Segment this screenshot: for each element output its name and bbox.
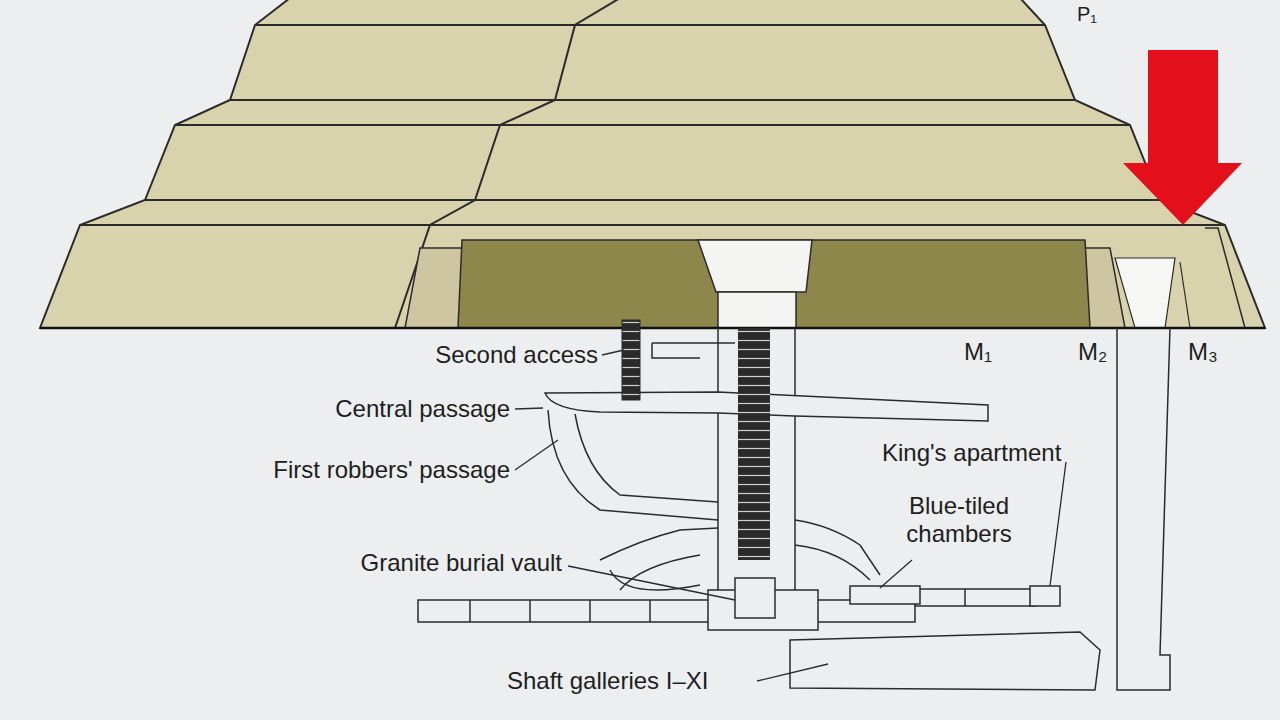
part-label: Blue-tiled chambers [882,492,1036,548]
part-label: M₂ [1076,338,1109,366]
part-label: M₁ [962,338,994,366]
part-label: First robbers' passage [271,456,512,484]
part-label: Shaft galleries I–XI [505,667,710,695]
part-label: Second access [433,341,600,369]
part-label: Granite burial vault [359,549,564,577]
part-label: P₁ [1075,0,1099,28]
part-label: M₃ [1186,338,1220,366]
part-label: King's apartment [880,439,1063,467]
part-label: Central passage [333,395,512,423]
